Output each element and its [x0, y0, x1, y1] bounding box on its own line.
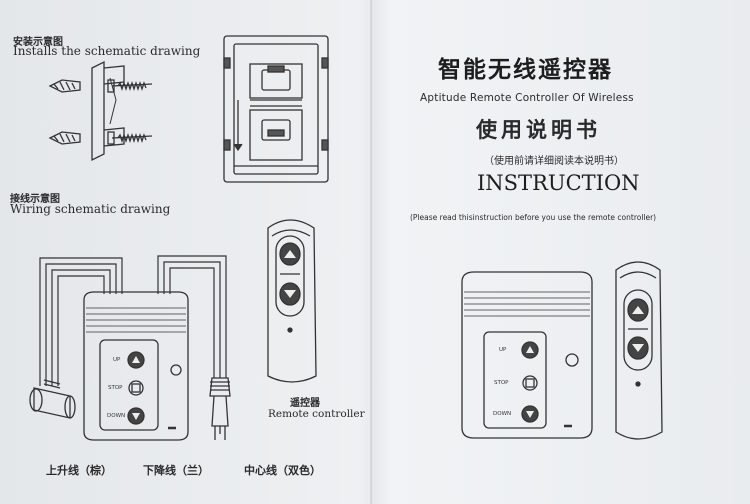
install-heading-en: Installs the schematic drawing	[13, 44, 201, 58]
right-stop-label: STOP	[494, 380, 509, 386]
left-stop-label: STOP	[108, 385, 123, 391]
remote-label-cn: 遥控器	[290, 398, 320, 409]
right-down-label: DOWN	[493, 411, 512, 417]
page-fold	[370, 0, 373, 504]
mount-bracket	[91, 60, 105, 162]
screw-bottom	[107, 131, 153, 145]
power-plug	[209, 377, 231, 440]
controller-unit-left	[83, 291, 189, 441]
wiring-heading-cn: 接线示意图	[10, 194, 60, 205]
instruction-heading: INSTRUCTION	[477, 171, 640, 195]
left-up-label: UP	[113, 357, 121, 363]
manual-title-cn: 使用说明书	[476, 118, 601, 142]
remote-control-right	[615, 261, 663, 440]
screw-top	[107, 79, 153, 93]
remote-control-left	[267, 219, 317, 383]
wiring-heading-en: Wiring schematic drawing	[10, 202, 171, 216]
install-heading-cn: 安装示意图	[13, 37, 63, 48]
wire-label-center: 中心线（双色）	[244, 464, 321, 477]
right-up-label: UP	[499, 347, 507, 353]
product-title-en: Aptitude Remote Controller Of Wireless	[420, 92, 634, 104]
remote-label-en: Remote controller	[268, 408, 365, 420]
wall-anchor-bottom	[48, 131, 81, 145]
wire-label-up: 上升线（棕）	[46, 464, 112, 477]
product-title-cn: 智能无线遥控器	[438, 57, 613, 83]
wall-anchor-top	[48, 79, 81, 93]
wall-plate-front	[223, 35, 329, 183]
read-notice-en: (Please read thisinstruction before you …	[410, 213, 657, 222]
wiring-cables	[39, 255, 227, 386]
controller-unit-right	[461, 271, 593, 439]
motor-connector	[29, 379, 76, 419]
wire-label-down: 下降线（兰）	[143, 464, 209, 477]
read-notice-cn: （使用前请详细阅读本说明书）	[484, 156, 624, 167]
left-down-label: DOWN	[107, 413, 126, 419]
